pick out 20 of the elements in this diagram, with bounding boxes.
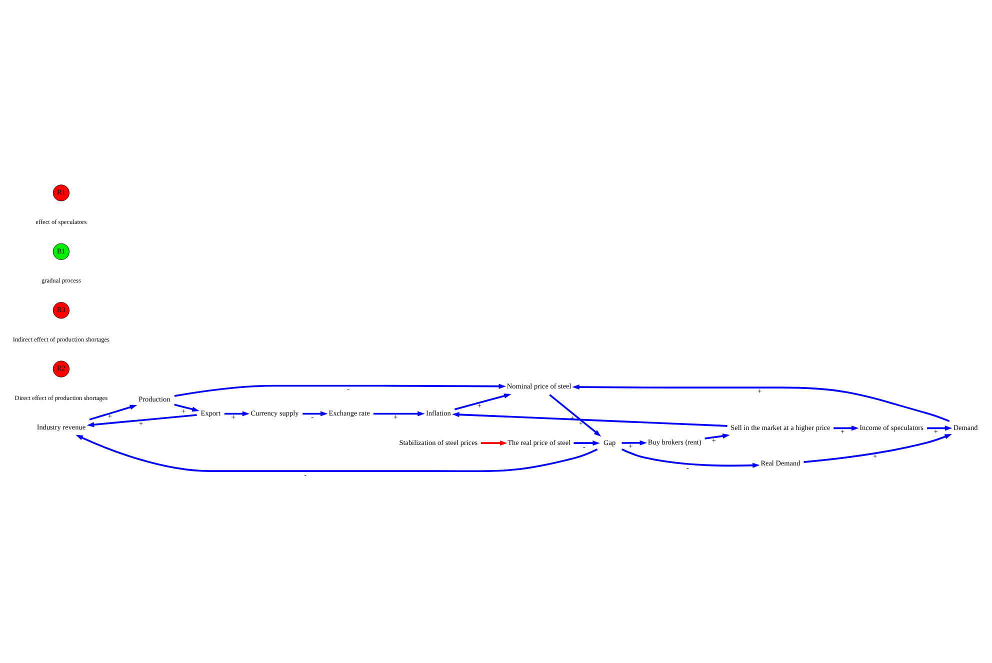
arrow [454,393,512,410]
arrow [224,410,250,416]
arrow [704,433,730,439]
arrow [549,394,602,436]
arrow [572,384,950,422]
arrow [174,383,506,396]
arrow [373,410,425,416]
arrow [174,403,200,412]
arrow [302,410,328,416]
arrow [89,404,138,420]
arrow [452,412,728,426]
arrow [622,448,760,468]
arrow [927,425,952,430]
arrow [834,425,859,430]
arrow [574,440,600,446]
arrow [622,440,648,445]
arrow [804,434,952,462]
arrow [76,434,598,472]
arrow [480,440,508,446]
arrow [86,414,197,427]
